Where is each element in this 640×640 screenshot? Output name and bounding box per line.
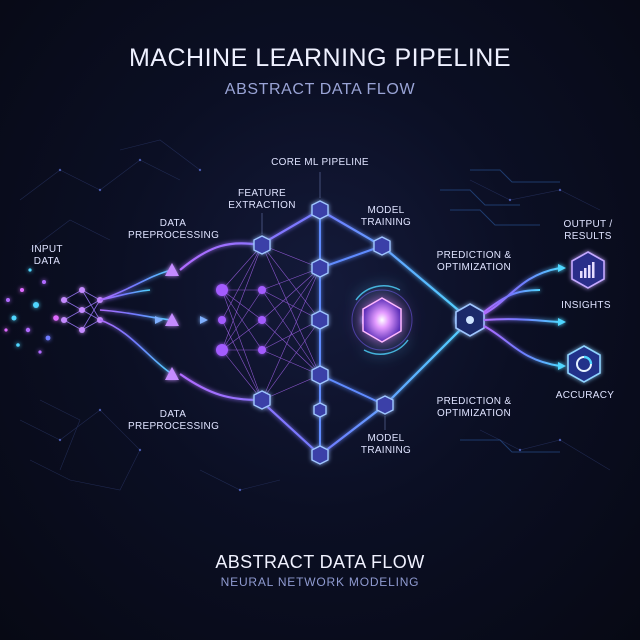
- label-model-training-bottom: MODEL TRAINING: [360, 433, 412, 456]
- model-top-hex-node: [373, 236, 391, 256]
- small-hex-node: [313, 402, 327, 418]
- core-top-hex-node: [311, 200, 329, 220]
- label-prediction-optimization-top: PREDICTION & OPTIMIZATION: [436, 250, 512, 273]
- input-network-nodes: [61, 287, 103, 333]
- input-flow-curves: [99, 269, 173, 375]
- label-prediction-optimization-bottom: PREDICTION & OPTIMIZATION: [436, 396, 512, 419]
- label-leaders: [261, 172, 386, 430]
- insights-icon: [571, 251, 605, 289]
- footer-subtitle: NEURAL NETWORK MODELING: [220, 575, 420, 589]
- label-core-ml-pipeline: CORE ML PIPELINE: [271, 157, 369, 168]
- label-data-preprocessing-bottom: DATA PREPROCESSING: [128, 409, 220, 432]
- label-output-results: OUTPUT / RESULTS: [563, 219, 613, 242]
- output-arrowheads: [558, 264, 566, 370]
- label-model-training-top: MODEL TRAINING: [360, 205, 412, 228]
- label-insights: INSIGHTS: [561, 300, 611, 311]
- input-particles: [4, 268, 59, 354]
- feature-nodes: [216, 284, 266, 356]
- output-curves: [483, 267, 561, 367]
- hex-nodes: [253, 200, 394, 465]
- input-network: [63, 289, 101, 331]
- envelope-lines: [179, 208, 471, 457]
- prediction-hub: [455, 303, 485, 337]
- diagram-subtitle: ABSTRACT DATA FLOW: [224, 81, 416, 98]
- diagram-title: MACHINE LEARNING PIPELINE: [128, 44, 512, 72]
- label-input-data: INPUT DATA: [31, 244, 63, 267]
- label-feature-extraction: FEATURE EXTRACTION: [228, 188, 296, 211]
- footer-title: ABSTRACT DATA FLOW: [215, 552, 425, 572]
- accuracy-icon: [567, 345, 601, 383]
- spine-hex-node-1: [311, 258, 329, 278]
- label-accuracy: ACCURACY: [555, 390, 615, 401]
- feature-mesh: [221, 244, 321, 401]
- preprocess-hex-node: [253, 390, 271, 410]
- spine-hex-node-3: [311, 365, 329, 385]
- core-node: [351, 285, 413, 355]
- feature-hex-node: [253, 235, 271, 255]
- background-dots: [58, 158, 562, 492]
- circuit-lines: [440, 169, 560, 453]
- label-data-preprocessing-top: DATA PREPROCESSING: [128, 218, 220, 241]
- preprocessing-triangles: [165, 263, 179, 380]
- spine-hex-node-2: [311, 310, 329, 330]
- model-bottom-hex-node: [376, 395, 394, 415]
- bottom-hex-node: [311, 445, 329, 465]
